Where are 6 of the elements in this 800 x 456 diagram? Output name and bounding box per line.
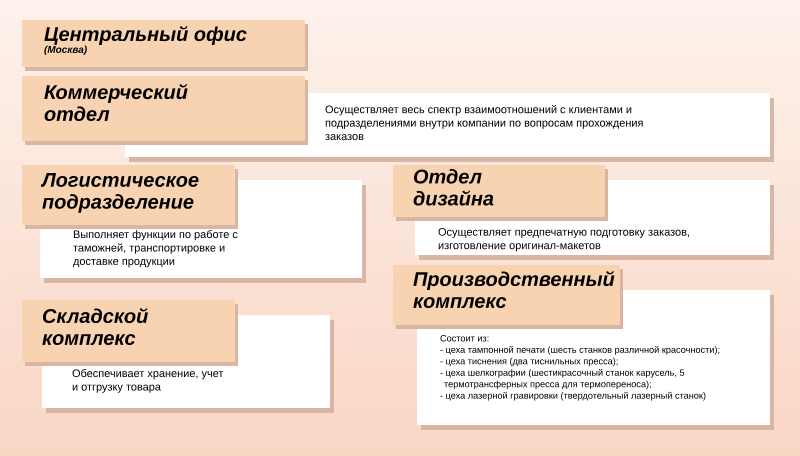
heading-box: Производственный комплекс bbox=[393, 265, 623, 329]
heading-box: Логистическое подразделение bbox=[22, 165, 238, 229]
heading-box: Центральный офис (Москва) bbox=[22, 20, 308, 71]
heading-box: Складской комплекс bbox=[22, 300, 238, 366]
heading-box: Отдел дизайна bbox=[393, 165, 608, 221]
heading-box: Коммерческий отдел bbox=[22, 76, 308, 145]
